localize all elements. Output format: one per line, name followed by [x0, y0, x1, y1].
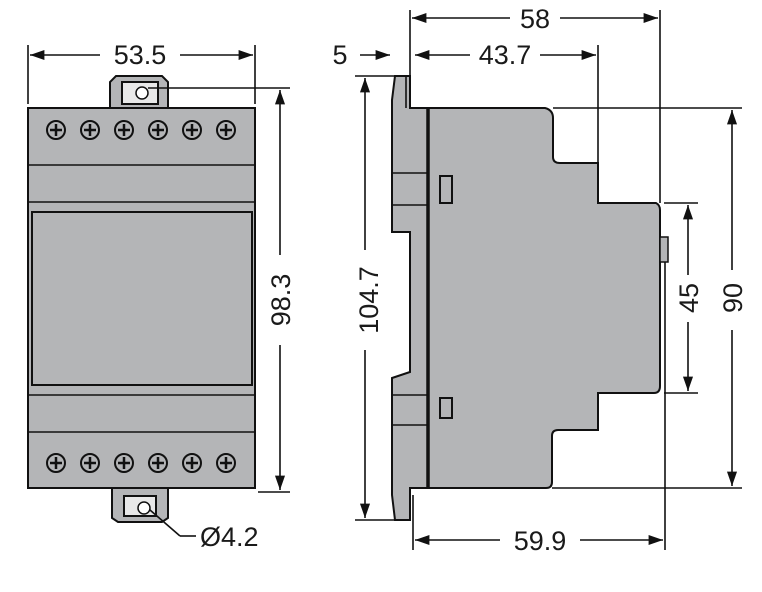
- front-width-label: 53.5: [114, 40, 167, 70]
- terminal-screw-icon: [182, 120, 202, 140]
- total-depth-label: 59.9: [514, 526, 567, 556]
- clip-depth-label: 5: [332, 40, 347, 70]
- terminal-screw-icon: [80, 453, 100, 473]
- body-height-label: 90: [718, 283, 748, 313]
- front-height-label: 98.3: [266, 274, 296, 327]
- terminal-screw-icon: [80, 120, 100, 140]
- dim-front-width: 53.5: [27, 40, 256, 104]
- dim-front-face-height: 45: [664, 202, 704, 394]
- side-view: [391, 75, 669, 521]
- display-window: [31, 211, 253, 386]
- side-step-depth-label: 43.7: [479, 40, 532, 70]
- terminal-screw-icon: [148, 453, 168, 473]
- terminal-screw-icon: [216, 453, 236, 473]
- total-height-label: 104.7: [354, 266, 384, 334]
- terminal-screw-icon: [46, 453, 66, 473]
- dim-hole-diameter: Ø4.2: [149, 509, 259, 552]
- side-depth-top-label: 58: [520, 4, 550, 34]
- dim-body-height: 90: [552, 107, 748, 489]
- dim-front-height: 98.3: [148, 87, 296, 493]
- terminal-screw-icon: [46, 120, 66, 140]
- terminal-screw-icon: [114, 453, 134, 473]
- terminal-screw-icon: [216, 120, 236, 140]
- dim-side-depth-top: 58: [409, 4, 661, 203]
- dim-total-depth: 59.9: [412, 262, 666, 556]
- front-view: [27, 75, 256, 523]
- side-vent-top: [439, 175, 453, 204]
- side-knob: [659, 236, 669, 263]
- hole-diameter-label: Ø4.2: [200, 522, 259, 552]
- terminal-screw-icon: [114, 120, 134, 140]
- dim-side-step-depth: 43.7: [415, 40, 599, 163]
- side-vent-bottom: [439, 397, 453, 419]
- terminal-screw-icon: [182, 453, 202, 473]
- din-rail-clip: [391, 75, 429, 521]
- dim-clip-depth: 5: [332, 40, 390, 70]
- dim-total-height: 104.7: [354, 75, 395, 521]
- front-face-height-label: 45: [674, 283, 704, 313]
- terminal-screw-icon: [148, 120, 168, 140]
- side-housing: [427, 107, 661, 489]
